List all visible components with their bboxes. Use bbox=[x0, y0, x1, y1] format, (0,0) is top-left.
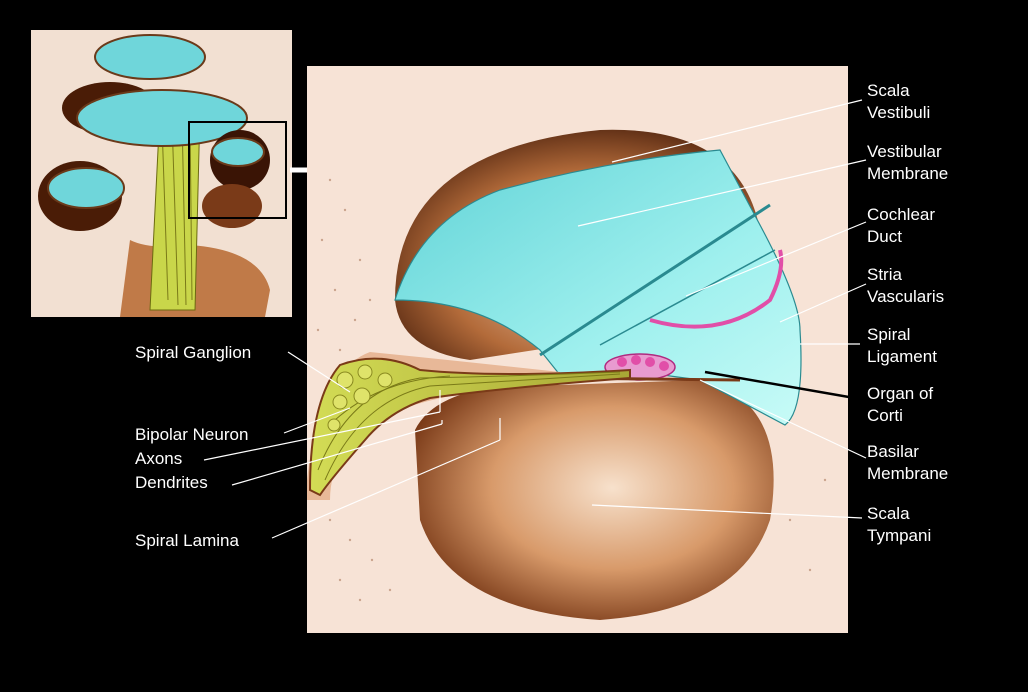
spiral-lamina-label: Spiral Lamina bbox=[135, 530, 239, 552]
inset-cochlea-overview bbox=[31, 30, 292, 317]
dendrites-label: Dendrites bbox=[135, 472, 208, 494]
cochlea-cross-section bbox=[307, 66, 848, 633]
spiral-ganglion-label: Spiral Ganglion bbox=[135, 342, 251, 364]
axons-label: Axons bbox=[135, 448, 182, 470]
bipolar-neuron-label: Bipolar Neuron bbox=[135, 424, 248, 446]
